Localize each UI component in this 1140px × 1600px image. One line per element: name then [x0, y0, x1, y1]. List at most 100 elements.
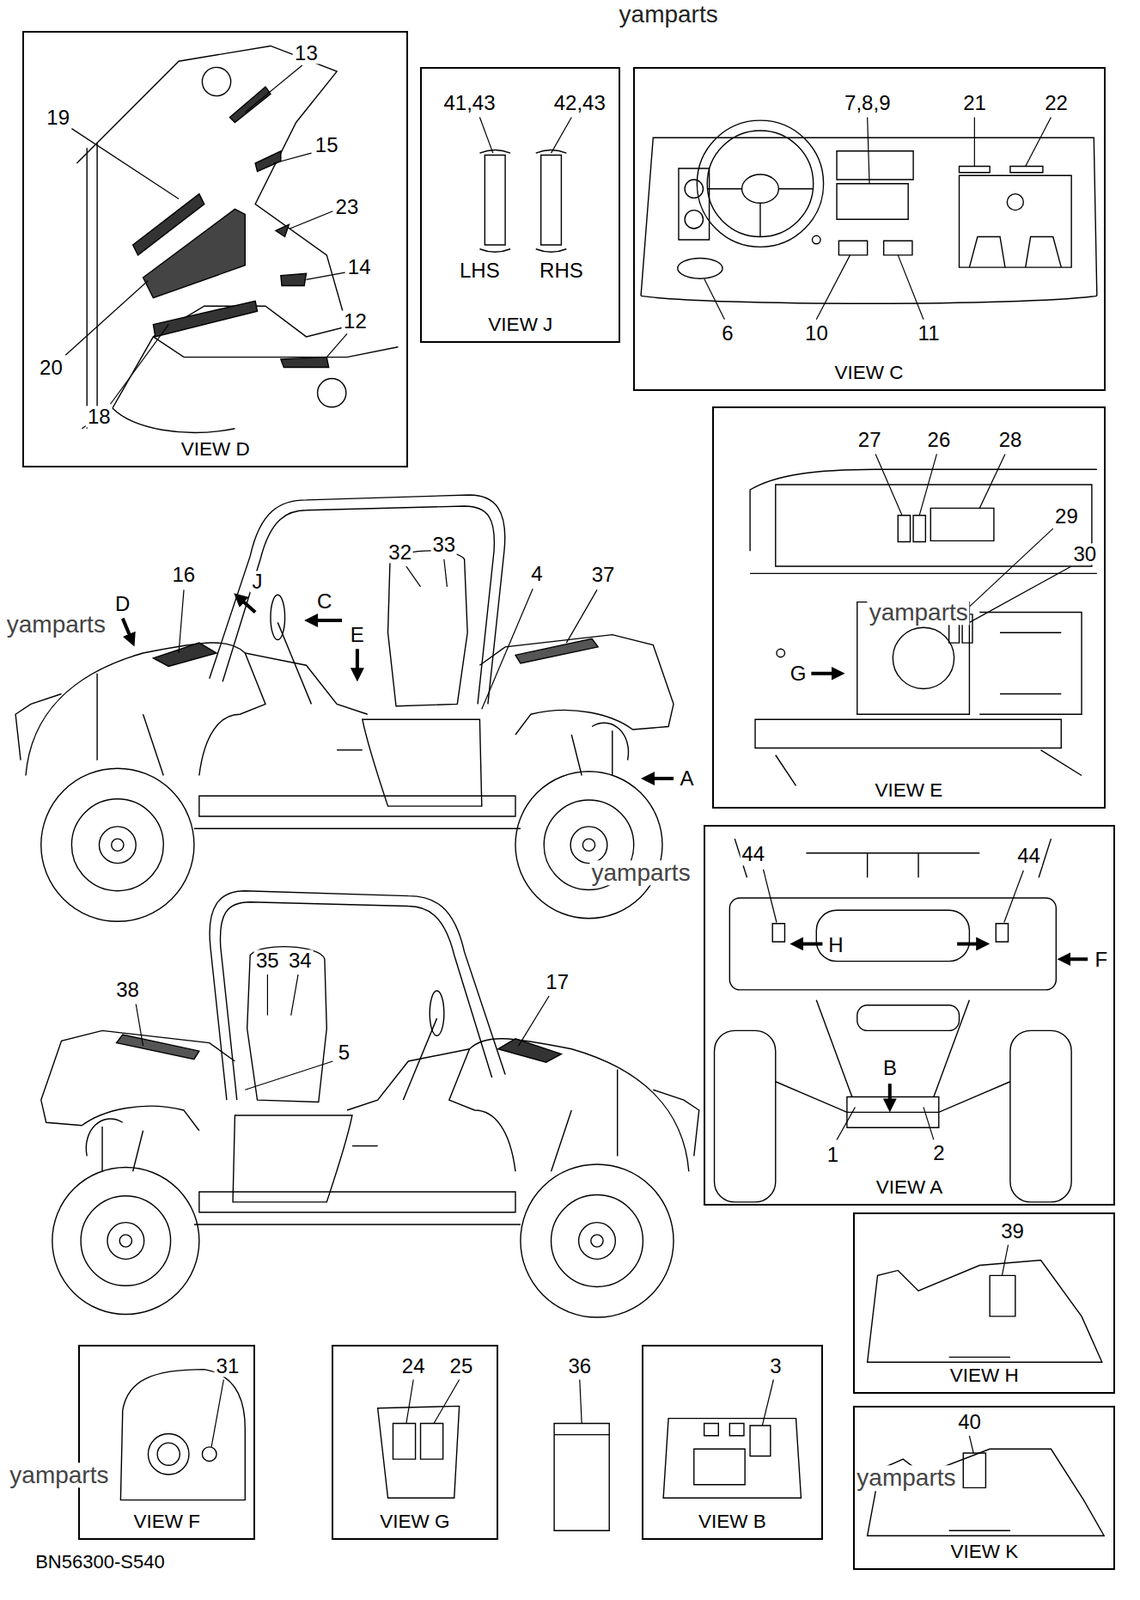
callout-number: 36 [566, 1354, 593, 1377]
view-arrows-part [810, 671, 841, 676]
engine-bay-sketch-part [857, 602, 970, 715]
view-arrow-letter: B [881, 1056, 899, 1079]
engine-bay-sketch [749, 469, 1098, 786]
view-title: VIEW F [79, 1511, 254, 1533]
leader-lines-part [579, 1379, 582, 1424]
dashboard-sketch-part [684, 179, 703, 198]
leader-lines-part [979, 453, 1006, 508]
dashboard-sketch-part [836, 151, 914, 180]
callout-number: 16 [170, 563, 197, 586]
callout-number: 25 [448, 1354, 476, 1377]
hood-front-sketch-part [275, 224, 289, 237]
view-arrows-part [793, 941, 823, 945]
view-panel: VIEW K [853, 1405, 1116, 1570]
callout-number: RHS [537, 259, 586, 281]
fuel-cap-sketch-part [201, 1446, 217, 1462]
leader-lines-part [406, 566, 421, 587]
hood-front-sketch-part [76, 45, 348, 428]
leader-lines-part [65, 280, 148, 356]
view-panel: VIEW E [712, 406, 1105, 809]
engine-bay-sketch-part [892, 627, 954, 689]
callout-number: 2 [931, 1142, 946, 1165]
callout-number: 32 [386, 541, 414, 563]
dashboard-sketch-part [1006, 194, 1024, 211]
callout-number: 6 [719, 323, 735, 345]
watermark: yamparts [617, 1, 720, 27]
view-arrow-letter: D [113, 593, 132, 616]
rear-view-sketch-part [729, 897, 1056, 990]
panel-sketch-b-part [749, 1425, 771, 1457]
callout-number: 39 [999, 1219, 1026, 1242]
hood-front-sketch-part [229, 86, 271, 123]
engine-bay-sketch-part [775, 484, 1092, 567]
panel-sketch-b [663, 1418, 801, 1499]
callout-number: 34 [286, 949, 314, 971]
view-arrows-part [645, 776, 674, 781]
leader-lines-part [71, 128, 179, 200]
leader-lines-part [919, 453, 937, 515]
dashboard-sketch-part [838, 240, 867, 256]
fender-sketch-k-part [867, 1448, 1105, 1536]
view-arrow-letter: G [788, 662, 809, 684]
hood-front-sketch [76, 45, 398, 433]
leader-lines-part [481, 588, 533, 709]
view-title: VIEW G [333, 1511, 497, 1533]
callout-number: 35 [254, 949, 281, 971]
callout-number: 33 [430, 534, 458, 556]
dashboard-sketch-part [1010, 166, 1043, 173]
view-panel: VIEW G [331, 1344, 499, 1540]
callout-number: 15 [313, 134, 341, 156]
dashboard-sketch-part [812, 235, 822, 244]
cage-label-strips-part [484, 155, 506, 246]
view-panel: VIEW D [22, 30, 409, 468]
callout-number: 12 [341, 310, 369, 333]
view-panel: VIEW H [853, 1212, 1116, 1393]
callout-number: 40 [956, 1410, 983, 1433]
leader-lines-part [1004, 870, 1025, 923]
rear-view-sketch-part [816, 909, 970, 961]
callout-number: 28 [997, 428, 1025, 451]
leader-lines-part [816, 255, 850, 320]
callout-number: 30 [1071, 542, 1098, 565]
hood-front-sketch-part [280, 273, 307, 286]
fender-sketch-h-part [867, 1260, 1103, 1363]
watermark: yamparts [7, 1462, 110, 1488]
leader-lines-part [135, 1004, 143, 1047]
view-arrows-part [122, 618, 134, 644]
callout-number: 44 [739, 843, 767, 866]
dashboard-sketch-part [959, 166, 991, 173]
view-arrow-letter: F [1093, 948, 1110, 970]
view-arrows-part [308, 618, 342, 622]
rear-view-sketch-part [734, 838, 1051, 878]
leader-lines-part [444, 559, 448, 587]
leader-lines-part [211, 1379, 224, 1447]
callout-number: 17 [543, 970, 571, 993]
engine-bay-sketch-part [755, 719, 1061, 748]
cage-label-strips [479, 150, 567, 253]
leader-lines-part [479, 117, 493, 154]
hood-front-sketch-part [255, 151, 281, 172]
vehicle-right-side [41, 890, 700, 1317]
rear-view-sketch-part [857, 1005, 960, 1031]
rear-view-sketch-part [816, 999, 970, 1098]
leader-lines-part [244, 65, 303, 113]
rear-view-sketch [714, 838, 1073, 1202]
callout-number: 38 [114, 979, 141, 1001]
view-arrows-part [957, 941, 986, 945]
leader-lines-part [110, 324, 170, 405]
hood-front-sketch-part [280, 357, 330, 368]
engine-bay-sketch-part [749, 573, 1098, 574]
leader-lines-part [306, 272, 346, 280]
callout-number: 24 [400, 1354, 427, 1377]
engine-bay-sketch-part [897, 515, 910, 543]
dashboard-sketch-part [969, 237, 1061, 269]
leader-lines-part [704, 278, 726, 320]
watermark: yamparts [5, 611, 108, 637]
view-arrow-letter: E [348, 623, 366, 646]
callout-number: 20 [37, 356, 65, 378]
view-title: VIEW B [643, 1511, 821, 1533]
cage-label-strips-part [541, 155, 562, 246]
dashboard-sketch-part [678, 168, 710, 240]
callout-number: 31 [214, 1354, 242, 1377]
